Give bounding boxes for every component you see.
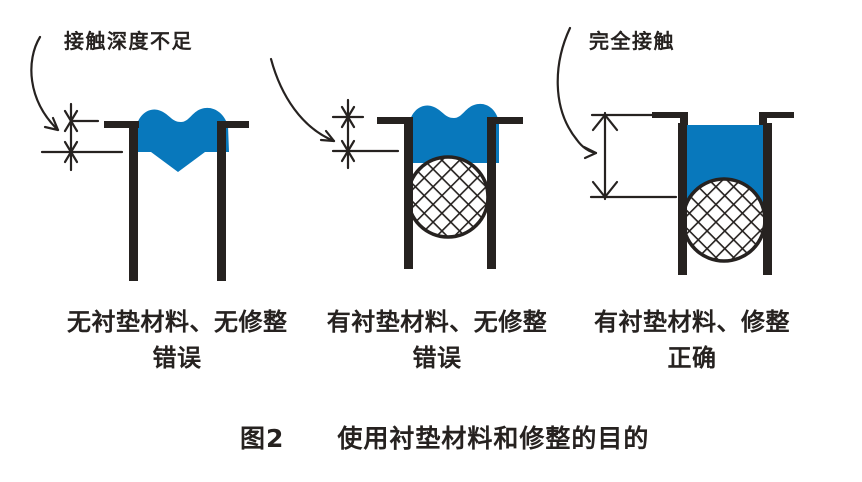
backing-material-circle [681,177,767,263]
figure-2-caption-line1: 有衬垫材料、无修整 [326,308,548,336]
flange-right [759,112,794,125]
figure-1-caption: 无衬垫材料、无修整 错误 [67,304,287,376]
weld-bead-shape [136,107,229,172]
flange-left [104,121,139,128]
figure-1-diagram [30,35,249,281]
backing-material-circle [406,155,490,239]
depth-dimension-2 [331,98,400,170]
groove-wall-left [129,121,138,281]
flange-left [652,112,688,125]
flange-left [377,117,413,124]
figure-1-caption-line1: 无衬垫材料、无修整 [67,308,288,336]
flange-right [217,121,249,128]
groove-wall-right [763,123,772,275]
figure-title: 使用衬垫材料和修整的目的 [337,424,650,453]
figure-2-diagram [269,57,523,269]
groove-wall-right [487,117,496,269]
groove-wall-left [404,117,413,269]
figure-caption: 图2 使用衬垫材料和修整的目的 [240,419,649,455]
callout-insufficient-depth: 接触深度不足 [64,29,193,53]
flange-right [487,117,523,124]
figure-number: 图2 [240,424,285,453]
callout-arrow-1 [30,35,60,132]
figure-3-caption-line1: 有衬垫材料、修整 [594,308,790,336]
depth-dimension-1 [40,102,124,172]
depth-dimension-3 [589,111,678,201]
callout-full-contact: 完全接触 [589,29,675,53]
figure-3-caption-line2: 正确 [667,344,717,372]
figure-2-caption: 有衬垫材料、无修整 错误 [326,304,548,376]
weld-bead-shape [409,103,499,163]
callout-arrow-3 [556,26,598,160]
figure-3-caption: 有衬垫材料、修整 正确 [582,304,802,376]
figure-3-diagram [556,26,794,275]
groove-wall-left [678,123,687,275]
callout-arrow-2 [269,57,336,143]
groove-wall-right [217,121,226,281]
figure-1-caption-line2: 错误 [152,344,202,372]
figure-2-caption-line2: 错误 [412,344,462,372]
